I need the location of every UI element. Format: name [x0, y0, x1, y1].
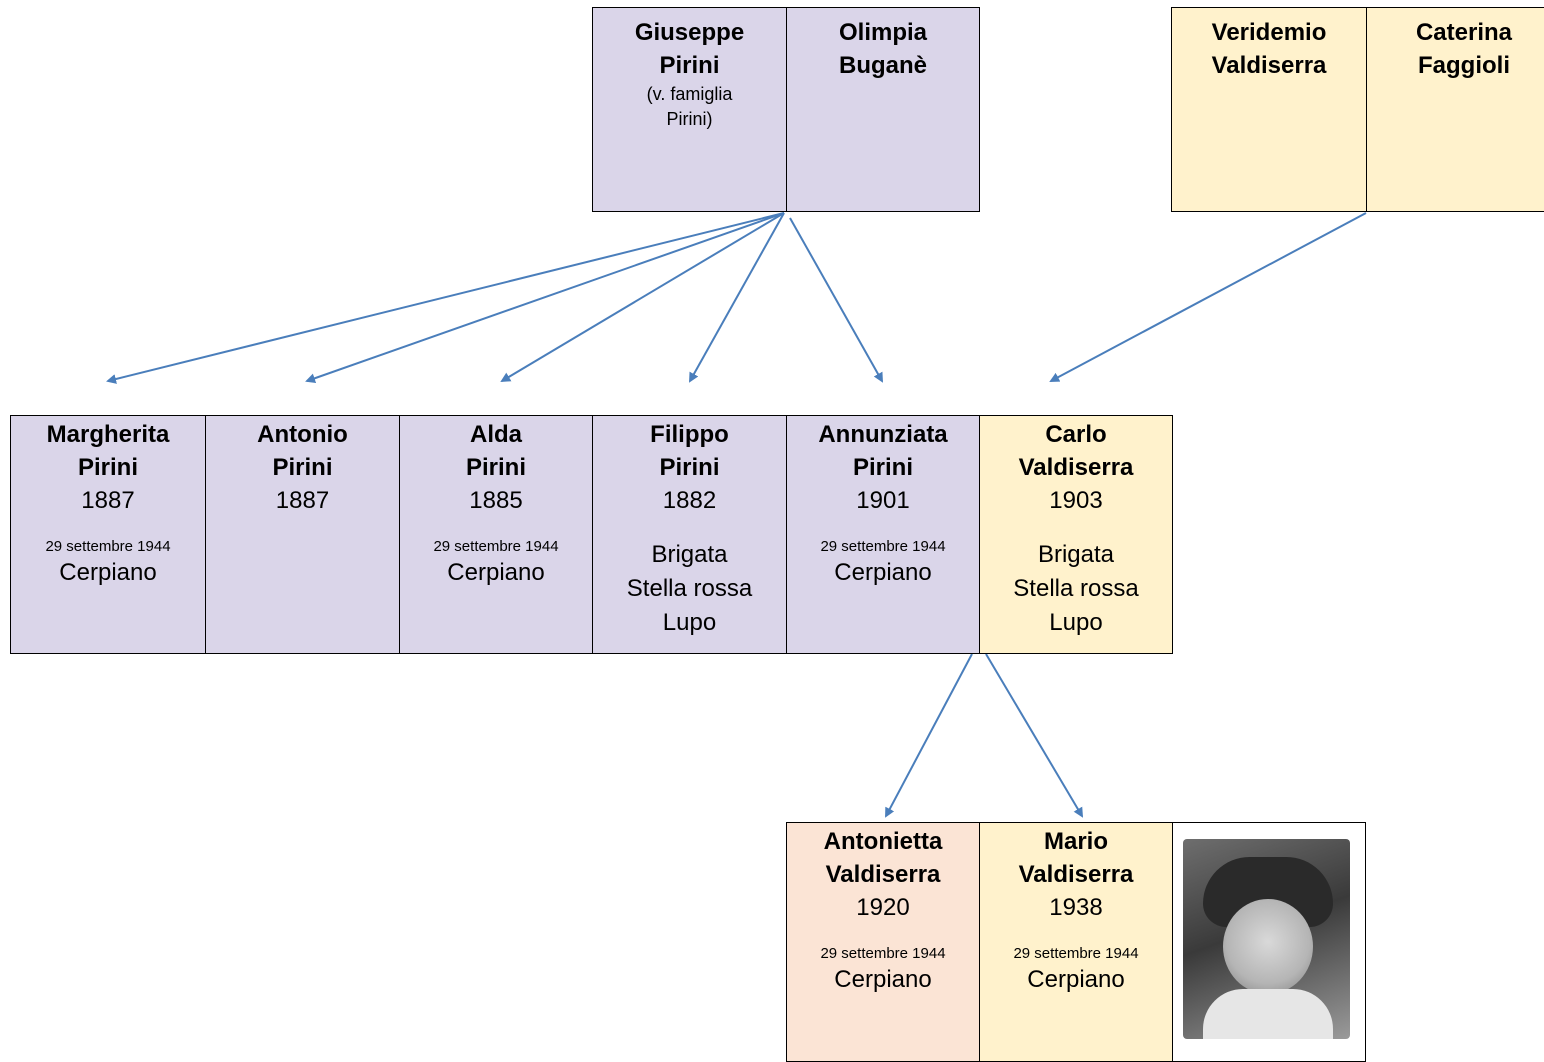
person-last-name: Faggioli	[1418, 52, 1510, 79]
partisan-info-line: Brigata	[1037, 541, 1115, 568]
person-last-name: Valdiserra	[1211, 52, 1327, 79]
death-place: Cerpiano	[1027, 966, 1125, 993]
portrait-collar	[1203, 989, 1333, 1039]
death-place: Cerpiano	[834, 966, 932, 993]
death-place: Cerpiano	[447, 559, 545, 586]
birth-year: 1938	[1049, 894, 1103, 921]
arrow-to-antonietta	[885, 653, 973, 818]
person-first-name: Caterina	[1415, 19, 1513, 46]
birth-year: 1885	[469, 487, 523, 514]
arrow-to-annunziata	[789, 217, 883, 383]
death-place: Cerpiano	[834, 559, 932, 586]
child-box-annunziata-pirini: Annunziata Pirini 1901 29 settembre 1944…	[786, 415, 980, 654]
death-place: Cerpiano	[59, 559, 157, 586]
parent-box-veridemio-valdiserra: Veridemio Valdiserra	[1171, 7, 1367, 212]
person-last-name: Pirini	[77, 454, 138, 481]
birth-year: 1882	[662, 487, 717, 514]
person-last-name: Pirini	[465, 454, 526, 481]
partisan-info-line: Stella rossa	[626, 575, 753, 602]
child-box-alda-pirini: Alda Pirini 1885 29 settembre 1944 Cerpi…	[399, 415, 593, 654]
person-last-name: Valdiserra	[1018, 454, 1134, 481]
person-last-name: Valdiserra	[1018, 861, 1134, 888]
partisan-info-line: Brigata	[651, 541, 728, 568]
person-first-name: Annunziata	[818, 421, 948, 448]
person-last-name: Buganè	[838, 52, 927, 79]
arrow-to-mario	[985, 653, 1084, 818]
child-box-antonio-pirini: Antonio Pirini 1887	[205, 415, 400, 654]
person-last-name: Pirini	[272, 454, 333, 481]
partisan-info-line: Lupo	[1049, 609, 1103, 636]
death-date: 29 settembre 1944	[433, 538, 559, 555]
arrow-to-antonio	[305, 212, 785, 384]
person-first-name: Alda	[469, 421, 522, 448]
death-date: 29 settembre 1944	[45, 538, 171, 555]
person-note: (v. famiglia Pirini)	[646, 84, 733, 129]
partisan-info-line: Stella rossa	[1013, 575, 1139, 602]
arrow-to-carlo	[1049, 212, 1367, 382]
arrow-to-margherita	[106, 212, 785, 384]
parent-box-caterina-faggioli: Caterina Faggioli	[1366, 7, 1544, 212]
person-last-name: Pirini	[659, 454, 720, 481]
person-last-name: Pirini	[852, 454, 913, 481]
person-first-name: Filippo	[650, 421, 729, 448]
person-first-name: Margherita	[46, 421, 170, 448]
person-first-name: Giuseppe	[634, 19, 745, 46]
person-first-name: Olimpia	[838, 19, 928, 46]
death-date: 29 settembre 1944	[1013, 945, 1139, 962]
birth-year: 1887	[81, 487, 135, 514]
parent-box-giuseppe-pirini: Giuseppe Pirini (v. famiglia Pirini)	[592, 7, 787, 212]
person-first-name: Mario	[1043, 828, 1108, 855]
death-date: 29 settembre 1944	[820, 945, 946, 962]
person-last-name: Pirini	[659, 52, 720, 79]
death-date: 29 settembre 1944	[820, 538, 946, 555]
arrow-to-filippo	[689, 212, 785, 383]
person-first-name: Antonietta	[823, 828, 943, 855]
grandchild-box-antonietta-valdiserra: Antonietta Valdiserra 1920 29 settembre …	[786, 822, 980, 1062]
birth-year: 1903	[1049, 487, 1103, 514]
birth-year: 1920	[856, 894, 910, 921]
child-box-margherita-pirini: Margherita Pirini 1887 29 settembre 1944…	[10, 415, 206, 654]
grandchild-box-mario-valdiserra: Mario Valdiserra 1938 29 settembre 1944 …	[979, 822, 1173, 1062]
portrait-face	[1223, 899, 1313, 994]
child-box-filippo-pirini: Filippo Pirini 1882 Brigata Stella rossa…	[592, 415, 787, 654]
person-first-name: Carlo	[1045, 421, 1107, 448]
child-box-carlo-valdiserra: Carlo Valdiserra 1903 Brigata Stella ros…	[979, 415, 1173, 654]
parent-box-olimpia-bugane: Olimpia Buganè	[786, 7, 980, 212]
person-first-name: Veridemio	[1211, 19, 1327, 46]
birth-year: 1901	[856, 487, 910, 514]
partisan-info-line: Lupo	[662, 609, 717, 636]
arrow-to-alda	[500, 212, 785, 383]
child-portrait-photo-icon	[1183, 839, 1350, 1039]
person-last-name: Valdiserra	[825, 861, 941, 888]
birth-year: 1887	[275, 487, 330, 514]
person-first-name: Antonio	[257, 421, 348, 448]
